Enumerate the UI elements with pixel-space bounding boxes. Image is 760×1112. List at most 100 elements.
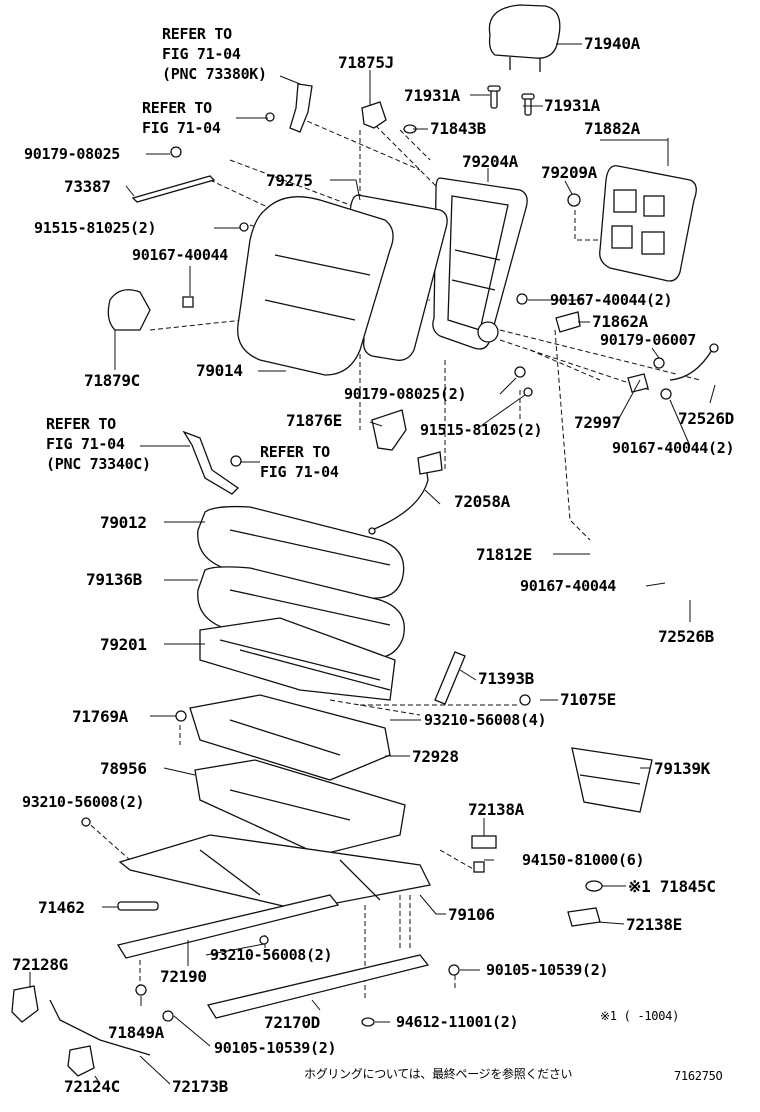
bolt-91515-81025-lower <box>523 387 533 397</box>
seat-track-72190 <box>116 894 340 959</box>
label-79275: 79275 <box>266 171 313 190</box>
label-79106: 79106 <box>448 905 495 924</box>
label-71393B: 71393B <box>478 669 534 688</box>
label-79014: 79014 <box>196 361 243 380</box>
label-90167-40044-b: 90167-40044 <box>520 577 617 595</box>
nut-90179-08025 <box>170 146 182 158</box>
label-94612-11001-2: 94612-11001(2) <box>396 1013 519 1031</box>
screw-refer-fig-71-04 <box>265 112 275 122</box>
clip-71849A <box>135 984 147 996</box>
refer-note-left-line1: REFER TO <box>46 415 116 433</box>
label-72526B: 72526B <box>658 627 714 646</box>
bolt-93210-56008-2a <box>81 817 91 827</box>
cable-72058A <box>368 451 443 535</box>
seat-cushion-pad-79136B <box>197 566 405 659</box>
label-71843B: 71843B <box>430 119 486 138</box>
label-71845C: ※1 71845C <box>628 877 716 896</box>
label-91515-81025-2a: 91515-81025(2) <box>34 219 157 237</box>
refer-note-top-line2: FIG 71-04 <box>162 45 241 63</box>
label-72124C: 72124C <box>64 1077 120 1096</box>
label-90179-08025-2: 90179-08025(2) <box>344 385 467 403</box>
label-90167-40044-2b: 90167-40044(2) <box>612 439 735 457</box>
seat-base-78956 <box>194 759 406 856</box>
seat-track-72170D <box>206 954 430 1019</box>
refer-note-mid-line1: REFER TO <box>142 99 212 117</box>
hinge-cover-73380K <box>289 83 313 133</box>
seat-spring-79201 <box>199 617 396 701</box>
clip-71875J <box>361 101 387 129</box>
bracket-71862A <box>555 311 581 333</box>
label-90179-08025: 90179-08025 <box>24 145 121 163</box>
bolt-90167-40044-2a <box>516 293 528 305</box>
label-72928: 72928 <box>412 747 459 766</box>
seatback-panel-71882A <box>599 165 697 282</box>
clip-79209A <box>567 193 581 207</box>
part-72138E <box>567 907 601 927</box>
wire-72173B <box>49 999 151 1056</box>
label-72997: 72997 <box>574 413 621 432</box>
label-78956: 78956 <box>100 759 147 778</box>
bolt-91515-81025-upper <box>239 222 249 232</box>
spring-71462 <box>117 901 159 911</box>
clip-71769A <box>175 710 187 722</box>
label-93210-56008-4: 93210-56008(4) <box>424 711 547 729</box>
bolt-90105-10539-2a <box>448 964 460 976</box>
refer-note-left-line2: FIG 71-04 <box>46 435 125 453</box>
label-90167-40044-a: 90167-40044 <box>132 246 229 264</box>
nut-94150-81000 <box>473 861 485 873</box>
label-94150-81000-6: 94150-81000(6) <box>522 851 645 869</box>
seat-cushion-cover-79012 <box>197 505 405 599</box>
cover-79139K <box>571 747 653 813</box>
japanese-hog-ring-note: ホグリングについては、最終ページを参照ください <box>304 1067 573 1081</box>
label-71882A: 71882A <box>584 119 640 138</box>
cover-72128G <box>11 985 39 1023</box>
refer-note-left-line3: (PNC 73340C) <box>46 455 151 473</box>
leader-lines <box>29 43 716 1085</box>
label-71875J: 71875J <box>338 53 394 72</box>
label-90179-06007: 90179-06007 <box>600 331 697 349</box>
label-79136B: 79136B <box>86 570 142 589</box>
label-71931A-2: 71931A <box>544 96 600 115</box>
bracket-73340C <box>182 430 240 495</box>
nut-refer-fig-71-04 <box>230 455 242 467</box>
label-72170D: 72170D <box>264 1013 320 1032</box>
label-91515-81025-2b: 91515-81025(2) <box>420 421 543 439</box>
cover-71393B <box>434 651 466 705</box>
seatback-frame-79204A <box>432 177 528 350</box>
label-79139K: 79139K <box>654 759 710 778</box>
refer-note-right-line2: FIG 71-04 <box>260 463 339 481</box>
footnote-range: ※1 ( -1004) <box>600 1009 680 1023</box>
label-90105-10539-2a: 90105-10539(2) <box>486 961 609 979</box>
label-71769A: 71769A <box>72 707 128 726</box>
clip-71075E <box>519 694 531 706</box>
refer-note-top-line3: (PNC 73380K) <box>162 65 267 83</box>
label-71876E: 71876E <box>286 411 342 430</box>
label-93210-56008-2a: 93210-56008(2) <box>22 793 145 811</box>
cable-72526D <box>669 343 719 381</box>
label-71879C: 71879C <box>84 371 140 390</box>
label-79201: 79201 <box>100 635 147 654</box>
label-72190: 72190 <box>160 967 207 986</box>
refer-note-top-line1: REFER TO <box>162 25 232 43</box>
bolt-90105-10539-2b <box>162 1010 174 1022</box>
nut-90179-06007 <box>653 357 665 369</box>
label-71462: 71462 <box>38 898 85 917</box>
cover-72124C <box>67 1045 95 1077</box>
label-71075E: 71075E <box>560 690 616 709</box>
refer-note-right-line1: REFER TO <box>260 443 330 461</box>
figure-code: 716275O <box>674 1069 723 1083</box>
cover-71876E <box>371 409 407 451</box>
label-72138A: 72138A <box>468 800 524 819</box>
label-72526D: 72526D <box>678 409 734 428</box>
label-71812E: 71812E <box>476 545 532 564</box>
label-72128G: 72128G <box>12 955 68 974</box>
label-72058A: 72058A <box>454 492 510 511</box>
label-73387: 73387 <box>64 177 111 196</box>
refer-note-mid-line2: FIG 71-04 <box>142 119 221 137</box>
label-71862A: 71862A <box>592 312 648 331</box>
label-79209A: 79209A <box>541 163 597 182</box>
bolt-90167-40044-upper <box>182 296 194 308</box>
bolt-90167-40044-2b <box>660 388 672 400</box>
